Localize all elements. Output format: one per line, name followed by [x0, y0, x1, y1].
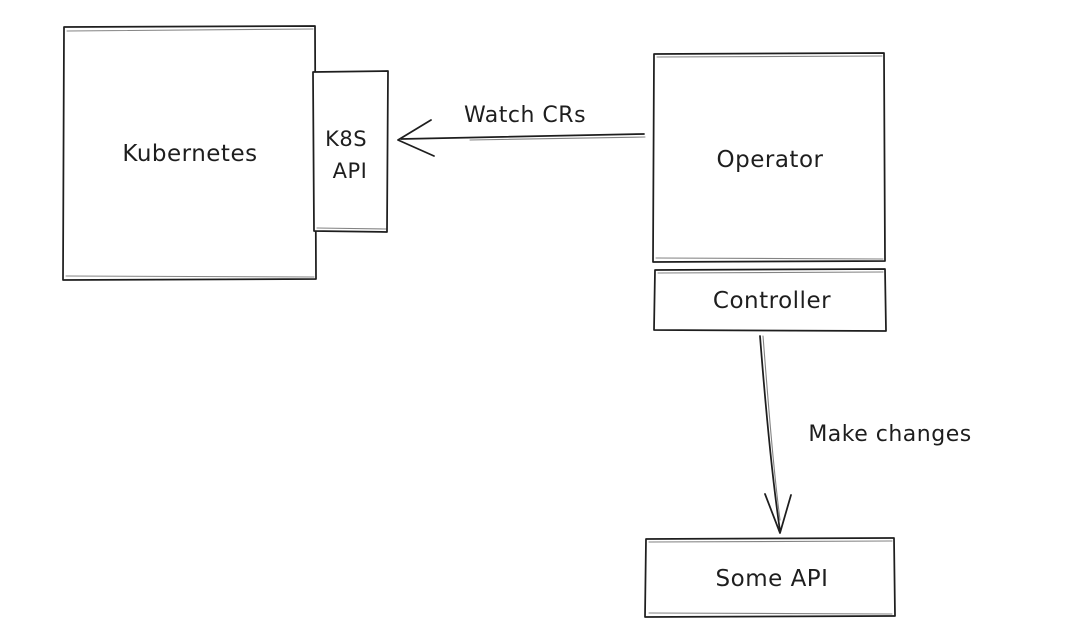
some-api-box: [644, 537, 896, 618]
watch-crs-arrowhead: [397, 119, 435, 157]
kubernetes-label: Kubernetes: [122, 141, 257, 167]
controller-node: Controller: [653, 268, 887, 332]
k8s-api-node: K8S API: [312, 70, 389, 233]
watch-crs-arrow-shaft: [400, 133, 645, 140]
k8s-api-label: K8S API: [325, 126, 375, 183]
make-changes-arrow-shaft-overdraw: [762, 335, 781, 521]
kubernetes-box: [62, 25, 317, 281]
make-changes-arrow-shaft: [759, 335, 781, 532]
make-changes-arrowhead: [764, 493, 792, 534]
kubernetes-node: Kubernetes: [62, 25, 317, 281]
controller-box: [653, 268, 887, 332]
watch-crs-arrow: Watch CRs: [397, 103, 646, 157]
watch-crs-arrow-shaft-overdraw: [469, 136, 646, 141]
some-api-node: Some API: [644, 537, 896, 618]
operator-box: [652, 52, 886, 263]
some-api-box-overdraw-top: [648, 540, 893, 543]
some-api-box-overdraw-bottom: [648, 612, 893, 615]
operator-box-overdraw-bottom: [655, 257, 884, 260]
controller-box-overdraw-top: [657, 271, 884, 274]
operator-box-overdraw-top: [656, 55, 883, 58]
kubernetes-box-overdraw-bottom: [65, 275, 315, 278]
operator-node: Operator: [652, 52, 886, 263]
kubernetes-box-overdraw-top: [66, 28, 314, 32]
controller-label: Controller: [713, 288, 831, 314]
make-changes-arrow: Make changes: [759, 335, 971, 534]
some-api-label: Some API: [716, 566, 829, 592]
operator-label: Operator: [717, 147, 824, 173]
watch-crs-label: Watch CRs: [464, 103, 586, 128]
k8s-api-box: [312, 70, 389, 233]
k8s-api-box-overdraw-bottom: [316, 227, 387, 230]
make-changes-label: Make changes: [808, 422, 971, 447]
